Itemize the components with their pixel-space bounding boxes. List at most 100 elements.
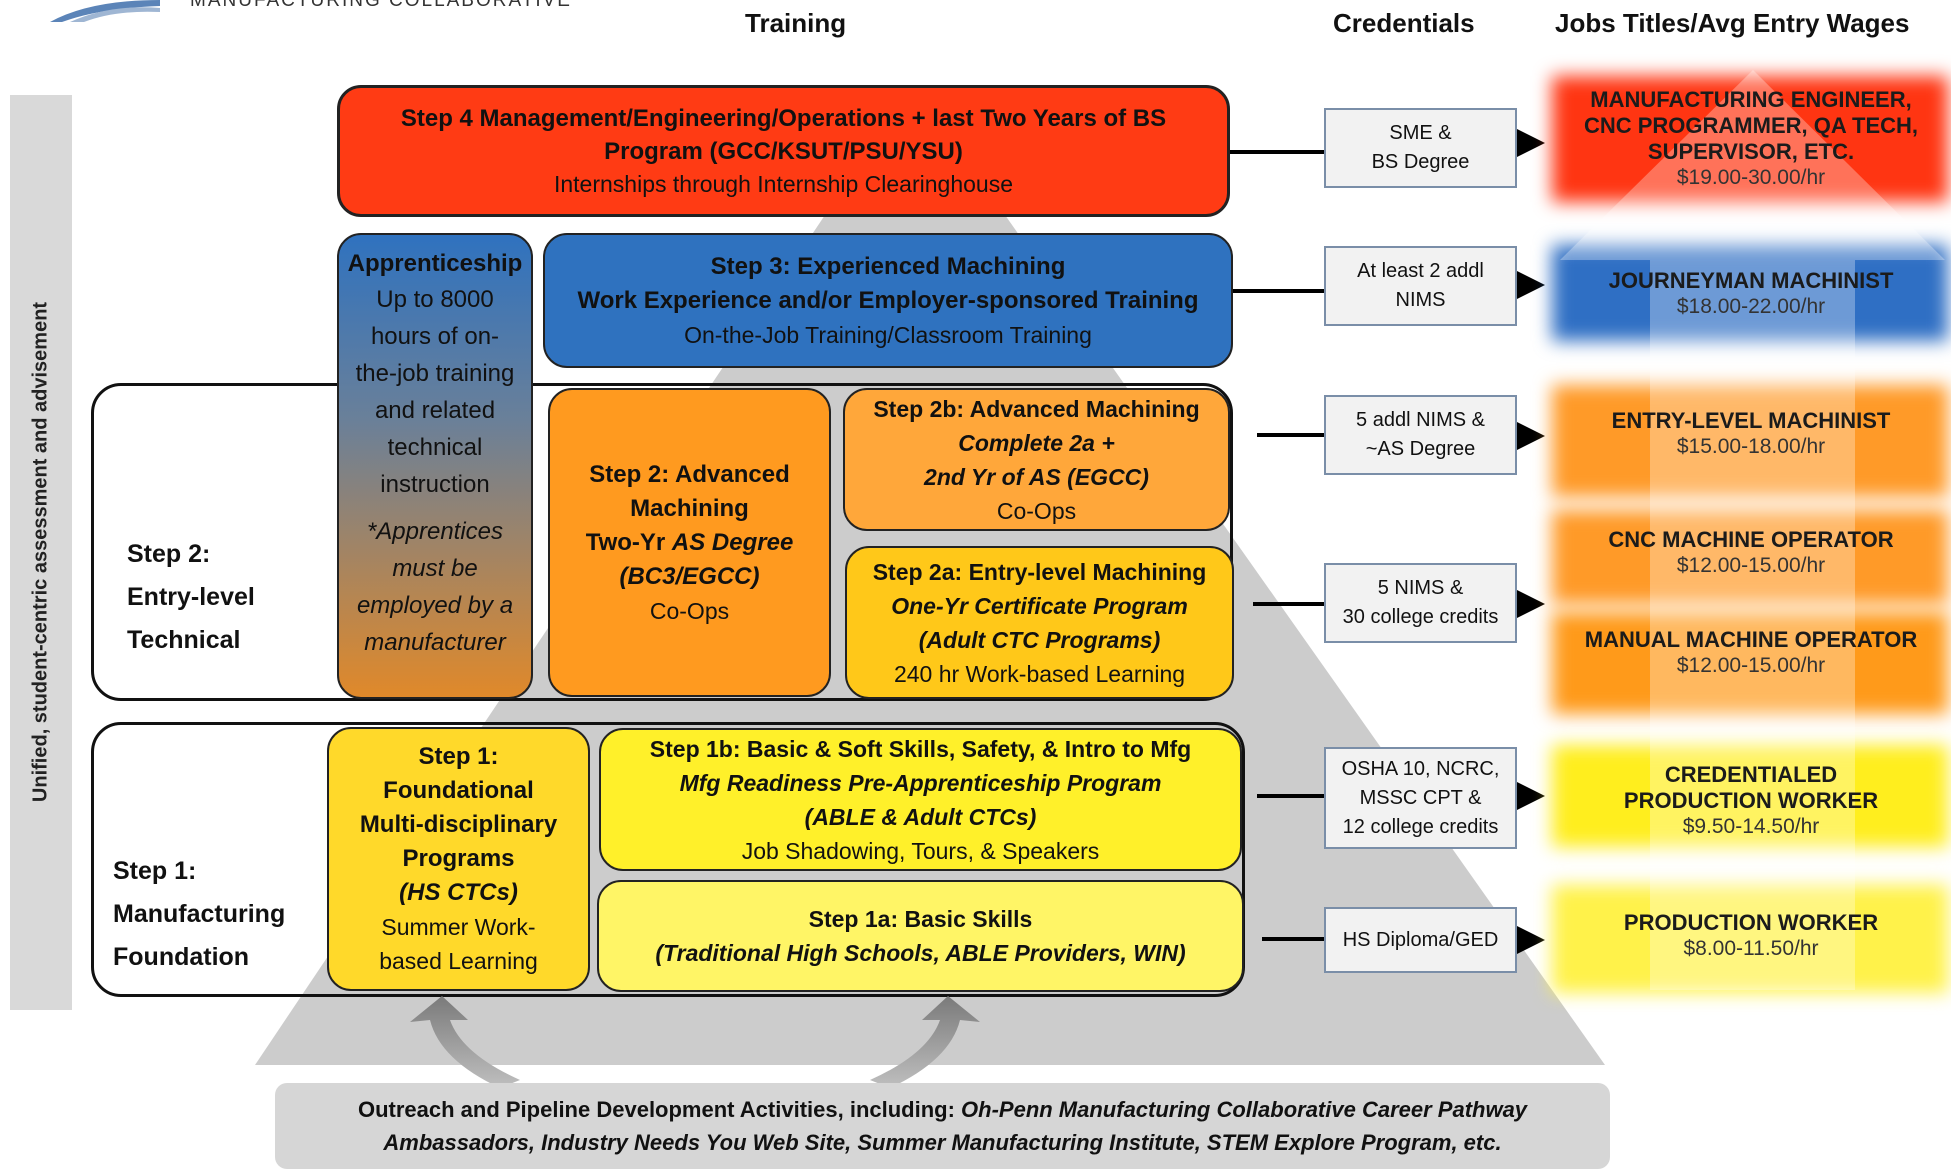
step4-box: Step 4 Management/Engineering/Operations… — [337, 85, 1230, 217]
step2-group-label: Step 2: Entry-level Technical — [127, 533, 255, 662]
credential-2-line1: At least 2 addl — [1357, 260, 1484, 282]
job-5: MANUAL MACHINE OPERATOR $12.00-15.00/hr — [1555, 623, 1947, 683]
outreach-line2: Ambassadors, Industry Needs You Web Site… — [383, 1130, 1502, 1155]
step1-line6: Summer Work- — [381, 914, 536, 940]
header-training: Training — [745, 8, 847, 38]
step1b-line3: (ABLE & Adult CTCs) — [804, 803, 1037, 830]
job-1-title-line1: MANUFACTURING ENGINEER, — [1590, 87, 1912, 112]
apprenticeship-note4: manufacturer — [364, 629, 506, 656]
header-jobs: Jobs Titles/Avg Entry Wages — [1555, 8, 1910, 38]
step2-line4: (BC3/EGCC) — [619, 562, 760, 590]
step1-line3: Multi-disciplinary — [359, 811, 558, 838]
job-3: ENTRY-LEVEL MACHINIST $15.00-18.00/hr — [1555, 404, 1947, 464]
apprenticeship-note1: *Apprentices — [366, 518, 504, 545]
step3-line3: On-the-Job Training/Classroom Training — [684, 321, 1092, 348]
step2b-line4: Co-Ops — [996, 497, 1077, 524]
step2b-box: Step 2b: Advanced Machining Complete 2a … — [843, 388, 1230, 531]
job-6-title-line1: CREDENTIALED — [1664, 762, 1838, 787]
step1b-title: Step 1b: Basic & Soft Skills, Safety, & … — [649, 735, 1192, 762]
job-6: CREDENTIALED PRODUCTION WORKER $9.50-14.… — [1555, 758, 1947, 844]
apprenticeship-box: Apprenticeship Up to 8000 hours of on- t… — [337, 233, 533, 699]
credential-1-line2: BS Degree — [1371, 151, 1470, 173]
step1b-line2: Mfg Readiness Pre-Apprenticeship Program — [679, 769, 1162, 796]
credential-box-1: SME & BS Degree — [1324, 108, 1517, 188]
apprenticeship-line3: the-job training — [355, 360, 515, 387]
step3-box: Step 3: Experienced Machining Work Exper… — [543, 233, 1233, 368]
job-4: CNC MACHINE OPERATOR $12.00-15.00/hr — [1555, 523, 1947, 583]
apprenticeship-line1: Up to 8000 — [376, 286, 494, 313]
step1b-line4: Job Shadowing, Tours, & Speakers — [741, 837, 1100, 864]
job-band-3 — [1552, 385, 1948, 497]
job-4-wage: $12.00-15.00/hr — [1676, 554, 1826, 577]
credential-box-4: 5 NIMS & 30 college credits — [1324, 563, 1517, 643]
step1a-line2: (Traditional High Schools, ABLE Provider… — [655, 940, 1186, 966]
credential-4-line1: 5 NIMS & — [1377, 577, 1464, 599]
step2a-box: Step 2a: Entry-level Machining One-Yr Ce… — [845, 546, 1234, 699]
sidebar-strip — [10, 95, 72, 1010]
logo-swoosh-icon — [50, 0, 160, 22]
step2-group-line1: Step 2: — [127, 540, 211, 568]
logo-text: MANUFACTURING COLLABORATIVE — [190, 0, 572, 11]
credential-box-3: 5 addl NIMS & ~AS Degree — [1324, 395, 1517, 475]
step3-title: Step 3: Experienced Machining — [710, 252, 1066, 280]
credential-5-line3: 12 college credits — [1342, 815, 1499, 838]
header-credentials: Credentials — [1333, 8, 1475, 38]
credential-box-6: HS Diploma/GED — [1324, 907, 1517, 973]
step1-group-line1: Step 1: — [113, 857, 197, 885]
apprenticeship-note2: must be — [392, 555, 478, 582]
credential-1-line1: SME & — [1389, 122, 1452, 144]
job-7-wage: $8.00-11.50/hr — [1683, 937, 1819, 960]
apprenticeship-line4: and related — [374, 397, 496, 424]
job-7: PRODUCTION WORKER $8.00-11.50/hr — [1555, 906, 1947, 966]
step2b-line2: Complete 2a + — [958, 429, 1115, 456]
step2-line3-degree: AS Degree — [671, 528, 794, 556]
step1-line1: Step 1: — [418, 743, 499, 770]
step2a-line2: One-Yr Certificate Program — [891, 592, 1188, 619]
step2b-title: Step 2b: Advanced Machining — [873, 395, 1200, 422]
credential-6-line1: HS Diploma/GED — [1342, 928, 1499, 951]
step2-line1: Step 2: Advanced — [589, 460, 790, 488]
job-band-1 — [1552, 76, 1948, 202]
outreach-curved-arrows — [410, 996, 980, 1088]
step1-line4: Programs — [402, 845, 515, 872]
apprenticeship-title: Apprenticeship — [347, 250, 523, 277]
step4-title-line1: Step 4 Management/Engineering/Operations… — [400, 104, 1167, 132]
job-3-wage: $15.00-18.00/hr — [1676, 435, 1826, 458]
step2-line2: Machining — [630, 494, 749, 522]
apprenticeship-line6: instruction — [380, 471, 490, 498]
job-band-2 — [1552, 245, 1948, 341]
apprenticeship-line2: hours of on- — [370, 323, 500, 350]
job-1: MANUFACTURING ENGINEER, CNC PROGRAMMER, … — [1555, 86, 1947, 192]
step2-line5: Co-Ops — [649, 597, 730, 624]
credential-5-line2: MSSC CPT & — [1359, 786, 1482, 809]
credential-3-line2: ~AS Degree — [1365, 438, 1476, 460]
step1b-box: Step 1b: Basic & Soft Skills, Safety, & … — [599, 728, 1242, 871]
step2a-line3: (Adult CTC Programs) — [918, 626, 1161, 653]
job-3-title: ENTRY-LEVEL MACHINIST — [1611, 408, 1891, 433]
step1-group-label: Step 1: Manufacturing Foundation — [113, 850, 285, 979]
apprenticeship-note3: employed by a — [356, 592, 514, 619]
step2-group-frame — [91, 383, 1233, 701]
step2b-line3: 2nd Yr of AS (EGCC) — [924, 463, 1149, 490]
step3-line2: Work Experience and/or Employer-sponsore… — [577, 286, 1199, 314]
job-band-6 — [1552, 745, 1948, 847]
step2-line3-prefix: Two-Yr — [585, 528, 672, 556]
job-band-5 — [1552, 612, 1948, 714]
job-2-title: JOURNEYMAN MACHINIST — [1608, 268, 1894, 293]
step1-group-line3: Foundation — [113, 943, 250, 971]
job-5-title: MANUAL MACHINE OPERATOR — [1584, 627, 1918, 652]
job-1-title-line3: SUPERVISOR, ETC. — [1647, 139, 1855, 164]
step1a-box: Step 1a: Basic Skills (Traditional High … — [597, 880, 1244, 992]
job-1-title-line2: CNC PROGRAMMER, QA TECH, — [1583, 113, 1919, 138]
outreach-line1: Outreach and Pipeline Development Activi… — [358, 1093, 1527, 1126]
step1-line5: (HS CTCs) — [399, 879, 518, 906]
step2a-line4: 240 hr Work-based Learning — [893, 660, 1186, 687]
step1-group-frame — [91, 722, 1245, 997]
credential-4-line2: 30 college credits — [1342, 606, 1499, 628]
step4-title-line2: Program (GCC/KSUT/PSU/YSU) — [604, 137, 963, 165]
step4-subtitle: Internships through Internship Clearingh… — [553, 170, 1013, 197]
outreach-banner: Outreach and Pipeline Development Activi… — [275, 1083, 1610, 1169]
job-2-wage: $18.00-22.00/hr — [1676, 295, 1826, 318]
step2a-title: Step 2a: Entry-level Machining — [872, 558, 1207, 585]
step2-group-line2: Entry-level — [127, 583, 255, 611]
